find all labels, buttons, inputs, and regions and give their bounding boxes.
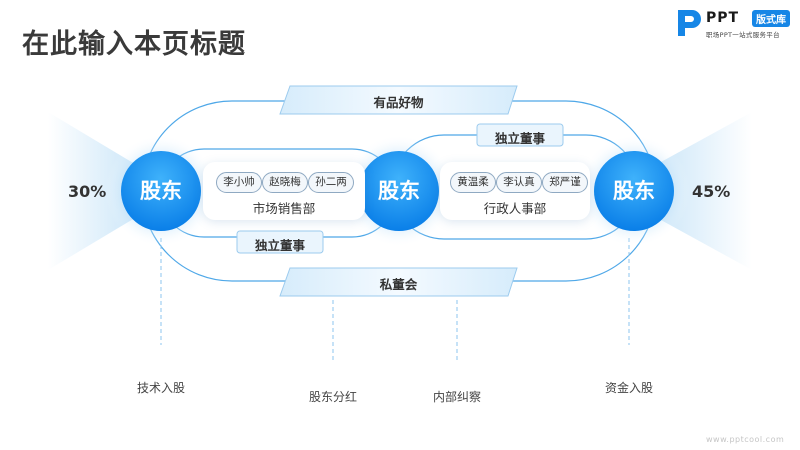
logo-badge: 版式库 (752, 10, 790, 27)
member-pill: 郑严谨 (542, 172, 588, 193)
member-pill: 李小帅 (216, 172, 262, 193)
brand-logo: PPT 版式库 职场PPT一站式服务平台 (676, 8, 794, 42)
member-pill: 赵晓梅 (262, 172, 308, 193)
member-pill: 黄温柔 (450, 172, 496, 193)
bottom-label-capital: 资金入股 (604, 381, 653, 395)
banner-independent-right-label: 独立董事 (494, 131, 545, 146)
banner-independent-left-label: 独立董事 (254, 238, 305, 253)
banner-bottom-label: 私董会 (379, 277, 418, 292)
logo-brand-text: PPT (706, 10, 740, 26)
right-fan (630, 112, 752, 270)
left-fan (48, 112, 160, 270)
banner-independent-right-shape (476, 123, 564, 147)
shareholder-circle-right (594, 151, 674, 231)
logo-slogan: 职场PPT一站式服务平台 (706, 31, 780, 39)
banner-independent-left-shape (236, 230, 324, 254)
shareholder-circle-middle (359, 151, 439, 231)
bottom-label-technology: 技术入股 (136, 381, 185, 395)
watermark: www.pptcool.com (706, 435, 785, 444)
member-pill: 李认真 (496, 172, 542, 193)
department-label-admin: 行政人事部 (483, 201, 547, 216)
shareholder-label-right: 股东 (613, 179, 655, 203)
banner-bottom-shape (279, 267, 518, 297)
department-label-marketing: 市场销售部 (252, 201, 316, 216)
shareholder-label-middle: 股东 (378, 179, 420, 203)
shareholder-label-left: 股东 (140, 179, 182, 203)
banner-top-label: 有品好物 (373, 95, 424, 110)
member-pill: 孙二两 (308, 172, 354, 193)
logo-icon (678, 10, 701, 36)
page-title: 在此输入本页标题 (22, 29, 246, 60)
percent-right: 45% (692, 182, 731, 201)
percent-left: 30% (68, 182, 107, 201)
bottom-label-inspection: 内部纠察 (432, 390, 481, 404)
banner-top-shape (279, 85, 518, 115)
shareholder-circle-left (121, 151, 201, 231)
bottom-label-dividend: 股东分红 (308, 390, 357, 404)
